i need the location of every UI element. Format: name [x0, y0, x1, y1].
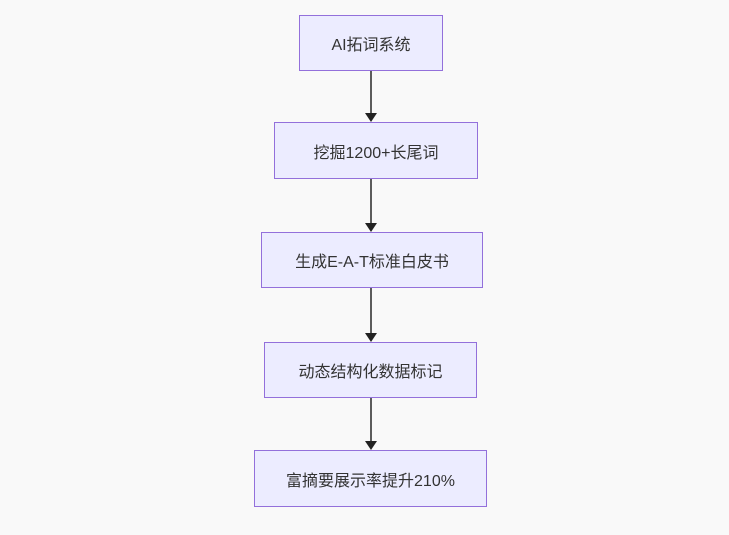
node-label: 动态结构化数据标记 [298, 364, 443, 381]
arrow-down-icon [364, 398, 378, 450]
arrow-head-icon [365, 333, 377, 342]
arrow-line [370, 179, 372, 225]
arrow-down-icon [364, 71, 378, 122]
arrow-head-icon [365, 223, 377, 232]
flow-node-longtail-mining: 挖掘1200+长尾词 [274, 122, 478, 179]
node-label: AI拓词系统 [331, 37, 411, 54]
arrow-line [370, 71, 372, 115]
arrow-line [370, 288, 372, 335]
node-label: 生成E-A-T标准白皮书 [295, 254, 449, 271]
flow-node-eat-whitepaper: 生成E-A-T标准白皮书 [261, 232, 483, 288]
arrow-head-icon [365, 113, 377, 122]
arrow-down-icon [364, 179, 378, 232]
arrow-head-icon [365, 441, 377, 450]
flow-node-rich-snippet-result: 富摘要展示率提升210% [254, 450, 487, 507]
arrow-down-icon [364, 288, 378, 342]
flow-node-ai-keyword-system: AI拓词系统 [299, 15, 443, 71]
node-label: 挖掘1200+长尾词 [313, 144, 439, 162]
arrow-line [370, 398, 372, 443]
node-label: 富摘要展示率提升210% [286, 472, 455, 490]
flow-node-structured-data-markup: 动态结构化数据标记 [264, 342, 477, 398]
